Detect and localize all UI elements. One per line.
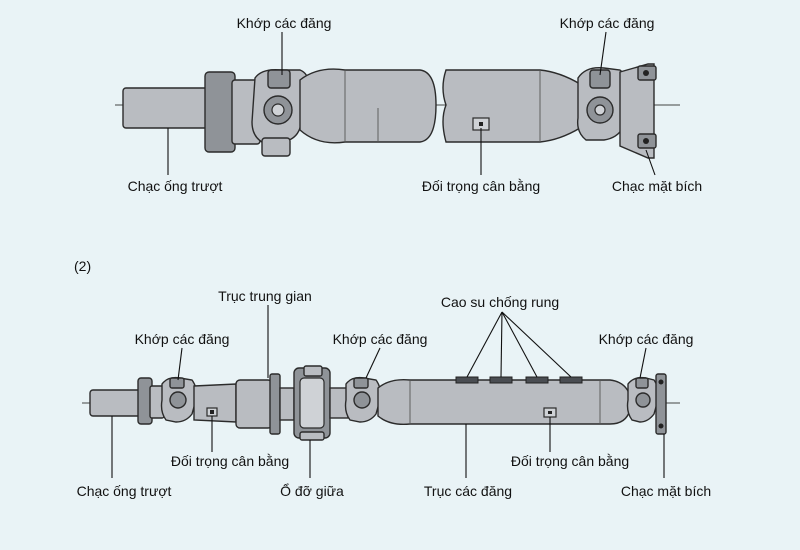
slip-yoke-label-2: Chạc ống trượt bbox=[77, 483, 172, 499]
slip-yoke-part bbox=[122, 71, 261, 153]
slip-yoke-part-2 bbox=[89, 377, 165, 425]
propeller-shaft-part bbox=[377, 376, 631, 426]
ujoint-left-part bbox=[251, 68, 310, 157]
flange-yoke-label: Chạc mặt bích bbox=[612, 178, 702, 194]
ujoint-right-part bbox=[576, 67, 630, 141]
ujoint-middle-label: Khớp các đăng bbox=[333, 331, 428, 347]
ujoint-right-part-2 bbox=[626, 376, 660, 423]
balance-weight-right-label: Đối trọng cân bằng bbox=[511, 453, 629, 469]
flange-yoke-label-2: Chạc mặt bích bbox=[621, 483, 711, 499]
diagram-2: (2) bbox=[74, 258, 711, 499]
balance-weight-label: Đối trọng cân bằng bbox=[422, 178, 540, 194]
ujoint-left-label-2: Khớp các đăng bbox=[135, 331, 230, 347]
anti-vibration-rubber-label: Cao su chống rung bbox=[441, 294, 559, 310]
center-bearing-label: Ổ đỡ giữa bbox=[280, 482, 344, 499]
flange-yoke-part bbox=[619, 63, 657, 159]
slip-yoke-label: Chạc ống trượt bbox=[128, 178, 223, 194]
ujoint-right-label-2: Khớp các đăng bbox=[599, 331, 694, 347]
diagram-number: (2) bbox=[74, 258, 91, 274]
ujoint-middle-part bbox=[329, 376, 382, 423]
intermediate-shaft-label: Trục trung gian bbox=[218, 288, 312, 304]
balance-weight-left-label: Đối trọng cân bằng bbox=[171, 453, 289, 469]
front-shaft-part bbox=[193, 383, 237, 423]
flange-yoke-part-2 bbox=[655, 373, 667, 435]
tube-left-part bbox=[299, 68, 437, 144]
propeller-shaft-label: Trục các đăng bbox=[424, 483, 512, 499]
ujoint-right-label: Khớp các đăng bbox=[560, 15, 655, 31]
diagram-1: Khớp các đăng Khớp các đăng Chạc ống trư… bbox=[115, 15, 702, 194]
intermediate-shaft-part bbox=[235, 373, 295, 435]
tube-right-part bbox=[442, 69, 581, 143]
ujoint-left-part-2 bbox=[160, 376, 198, 423]
ujoint-left-label: Khớp các đăng bbox=[237, 15, 332, 31]
center-bearing-part bbox=[293, 365, 331, 441]
